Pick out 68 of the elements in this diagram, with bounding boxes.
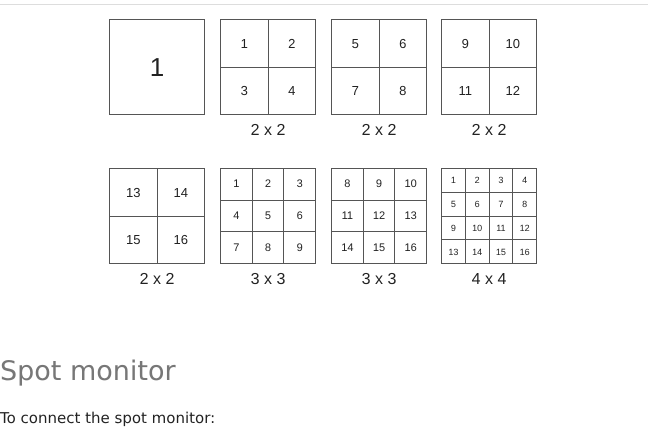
grid-cell: 13	[395, 200, 426, 232]
grid-cell: 3	[221, 68, 268, 114]
grid-cell: 9	[442, 20, 488, 66]
grid-layout-box	[331, 19, 427, 115]
layout-cell	[109, 19, 205, 115]
cell-number: 1	[150, 52, 164, 82]
grid-layout-box	[220, 168, 316, 264]
grid-layout-box	[220, 19, 316, 115]
grid-cell: 16	[513, 240, 536, 263]
grid-caption: 2 x 2	[138, 271, 176, 289]
grid-cell: 10	[466, 216, 488, 240]
grid-cell: 12	[364, 200, 394, 232]
grid-cell: 1	[221, 20, 268, 66]
grid-cell: 3	[490, 169, 512, 192]
grid-cell: 6	[284, 200, 315, 232]
grid-cell: 7	[490, 192, 512, 216]
grid-cell: 10	[490, 20, 536, 66]
grid-layout-box	[109, 168, 205, 264]
grid-cell: 6	[466, 192, 488, 216]
grid-cell: 1	[442, 169, 465, 192]
grid-cell: 16	[158, 216, 204, 263]
grid-cell: 11	[332, 200, 363, 232]
grid-cell: 5	[442, 192, 465, 216]
grid-cell: 15	[364, 232, 394, 263]
grid-cell: 2	[268, 20, 315, 66]
grid-cell: 9	[442, 216, 465, 240]
grid-layout-box	[441, 19, 537, 115]
grid-cell: 8	[513, 192, 536, 216]
grid-cell: 4	[221, 200, 252, 232]
grid-caption: 3 x 3	[250, 271, 286, 289]
grid-caption: 2 x 2	[250, 122, 286, 140]
grid-cell: 2	[252, 169, 284, 200]
grid-cell: 13	[442, 240, 465, 263]
grid-cell: 4	[268, 68, 315, 114]
grid-cell: 6	[380, 20, 426, 66]
grid-cell: 1	[221, 169, 252, 200]
grid-cell: 14	[332, 232, 363, 263]
grid-cell: 5	[252, 200, 284, 232]
grid-cell: 14	[158, 169, 204, 216]
grid-cell: 13	[110, 169, 156, 216]
grid-cell: 7	[332, 68, 378, 114]
grid-cell: 11	[442, 68, 488, 114]
grid-cell: 11	[490, 216, 512, 240]
grid-layout-box	[331, 168, 427, 264]
grid-cell: 9	[284, 232, 315, 263]
grid-cell: 15	[110, 216, 156, 263]
instruction-text: To connect the spot monitor:	[0, 409, 216, 427]
grid-caption: 3 x 3	[360, 271, 398, 289]
grid-cell: 3	[284, 169, 315, 200]
grid-cell: 8	[332, 169, 363, 200]
grid-layout-box	[441, 168, 537, 264]
grid-cell: 4	[513, 169, 536, 192]
grid-cell: 7	[221, 232, 252, 263]
grid-cell: 2	[466, 169, 488, 192]
grid-cell: 8	[380, 68, 426, 114]
grid-cell: 10	[395, 169, 426, 200]
grid-caption: 2 x 2	[360, 122, 398, 140]
grid-caption: 4 x 4	[470, 271, 508, 289]
grid-cell: 16	[395, 232, 426, 263]
grid-cell: 15	[490, 240, 512, 263]
grid-cell: 9	[364, 169, 394, 200]
grid-cell: 8	[252, 232, 284, 263]
grid-caption: 2 x 2	[470, 122, 508, 140]
grid-cell: 5	[332, 20, 378, 66]
grid-cell: 14	[466, 240, 488, 263]
grid-cell: 12	[490, 68, 536, 114]
section-heading: Spot monitor	[0, 356, 176, 387]
grid-cell: 12	[513, 216, 536, 240]
